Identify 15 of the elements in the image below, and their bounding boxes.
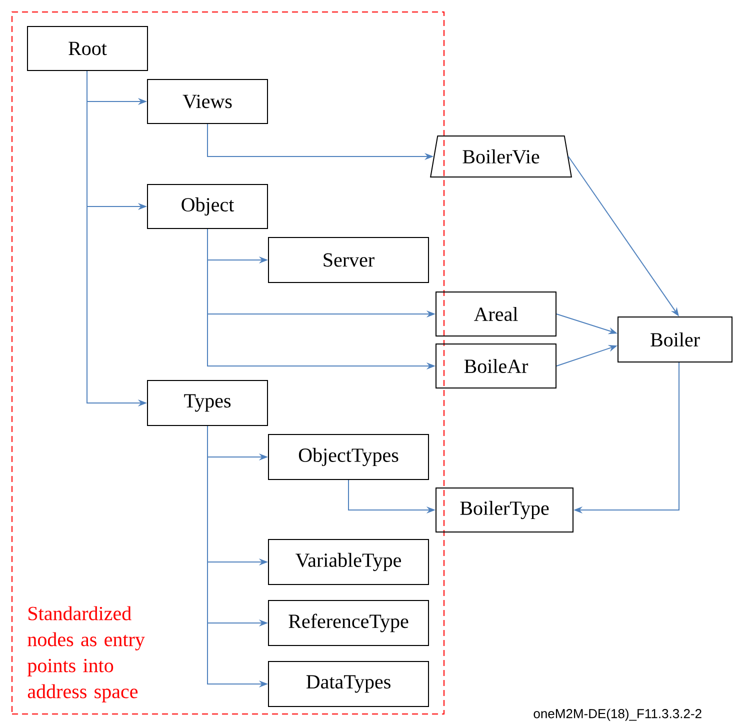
- node-box: DataTypes: [268, 661, 429, 707]
- node-box: Root: [27, 26, 148, 71]
- node-box: Server: [268, 237, 429, 283]
- node-box: VariableType: [268, 539, 429, 585]
- node-box: ReferenceType: [268, 600, 429, 646]
- node-box: Types: [147, 380, 268, 426]
- figure-id: oneM2M-DE(18)_F11.3.3.2-2: [534, 708, 702, 721]
- node-box: BoileAr: [436, 344, 556, 388]
- node-box: Object: [147, 184, 268, 229]
- node-box: Boiler: [618, 316, 732, 362]
- region-note: Standardized nodes as entry points into address space: [28, 606, 145, 702]
- node-box: ObjectTypes: [268, 434, 429, 480]
- node-box: BoilerType: [436, 488, 574, 532]
- node-box: Views: [147, 79, 268, 124]
- node-box: Areal: [436, 292, 556, 336]
